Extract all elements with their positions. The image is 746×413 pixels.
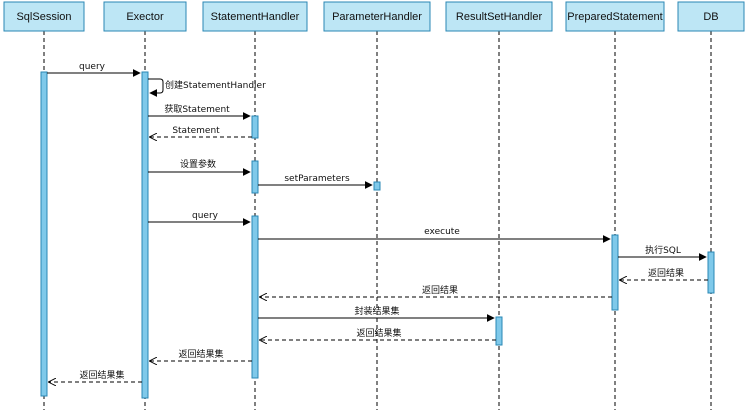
activation-parameterhandler — [373, 181, 381, 191]
message-query-2: query — [148, 211, 251, 226]
message-label: query — [192, 211, 219, 221]
message-wrap-resultset: 封装结果集 — [258, 305, 495, 322]
participant-parameterhandler[interactable]: ParameterHandler — [323, 1, 431, 32]
message-label: 返回结果集 — [178, 348, 223, 360]
participant-label: ParameterHandler — [332, 11, 422, 23]
participant-exector[interactable]: Exector — [103, 1, 187, 32]
message-label: 设置参数 — [180, 158, 216, 170]
activation-exector — [141, 71, 149, 399]
message-label: 获取Statement — [164, 104, 230, 115]
message-label: 创建StatementHandler — [165, 79, 266, 91]
participant-label: StatementHandler — [211, 11, 300, 23]
message-query: query — [47, 62, 141, 77]
participant-label: Exector — [126, 11, 164, 23]
participant-preparedstatement[interactable]: PreparedStatement — [565, 1, 665, 32]
message-return-resultset-rsh: 返回结果集 — [260, 327, 496, 340]
message-execute-sql: 执行SQL — [618, 244, 707, 261]
message-setparameters: setParameters — [258, 174, 373, 189]
message-statement-return: Statement — [150, 126, 252, 137]
participant-label: ResultSetHandler — [456, 11, 543, 23]
activation-statementhandler-1 — [251, 115, 259, 139]
message-label: query — [79, 62, 106, 72]
participant-resultsethandler[interactable]: ResultSetHandler — [445, 1, 553, 32]
participant-db[interactable]: DB — [677, 1, 745, 32]
message-label: 封装结果集 — [354, 305, 399, 317]
message-set-params: 设置参数 — [148, 158, 251, 176]
participant-label: PreparedStatement — [567, 11, 662, 23]
message-label: 执行SQL — [645, 244, 681, 256]
message-return-resultset-sh: 返回结果集 — [150, 348, 252, 361]
participant-statementhandler[interactable]: StatementHandler — [202, 1, 308, 32]
activation-bars — [40, 71, 715, 399]
activation-statementhandler-3 — [251, 215, 259, 379]
message-create-statementhandler: 创建StatementHandler — [148, 78, 266, 97]
participant-sqlsession[interactable]: SqlSession — [3, 1, 85, 32]
message-execute: execute — [258, 227, 611, 243]
message-label: 返回结果 — [422, 284, 458, 296]
participant-label: SqlSession — [16, 11, 71, 23]
activation-sqlsession — [40, 71, 48, 397]
activation-resultsethandler — [495, 316, 503, 346]
message-return-resultset-exector: 返回结果集 — [49, 369, 142, 382]
activation-db — [707, 251, 715, 294]
message-label: 返回结果集 — [356, 327, 401, 339]
message-get-statement: 获取Statement — [148, 104, 251, 120]
messages: query 创建StatementHandler 获取Statement Sta… — [47, 62, 708, 382]
message-return-result-db: 返回结果 — [620, 267, 708, 280]
message-label: 返回结果 — [648, 267, 684, 279]
message-label: setParameters — [284, 174, 350, 184]
message-label: 返回结果集 — [79, 369, 124, 381]
message-label: Statement — [172, 126, 220, 136]
message-label: execute — [424, 227, 460, 237]
participant-label: DB — [703, 11, 718, 23]
message-return-result-ps: 返回结果 — [260, 284, 612, 297]
activation-statementhandler-2 — [251, 160, 259, 194]
activation-preparedstatement — [611, 234, 619, 311]
participant-headers: SqlSession Exector StatementHandler Para… — [3, 1, 745, 32]
